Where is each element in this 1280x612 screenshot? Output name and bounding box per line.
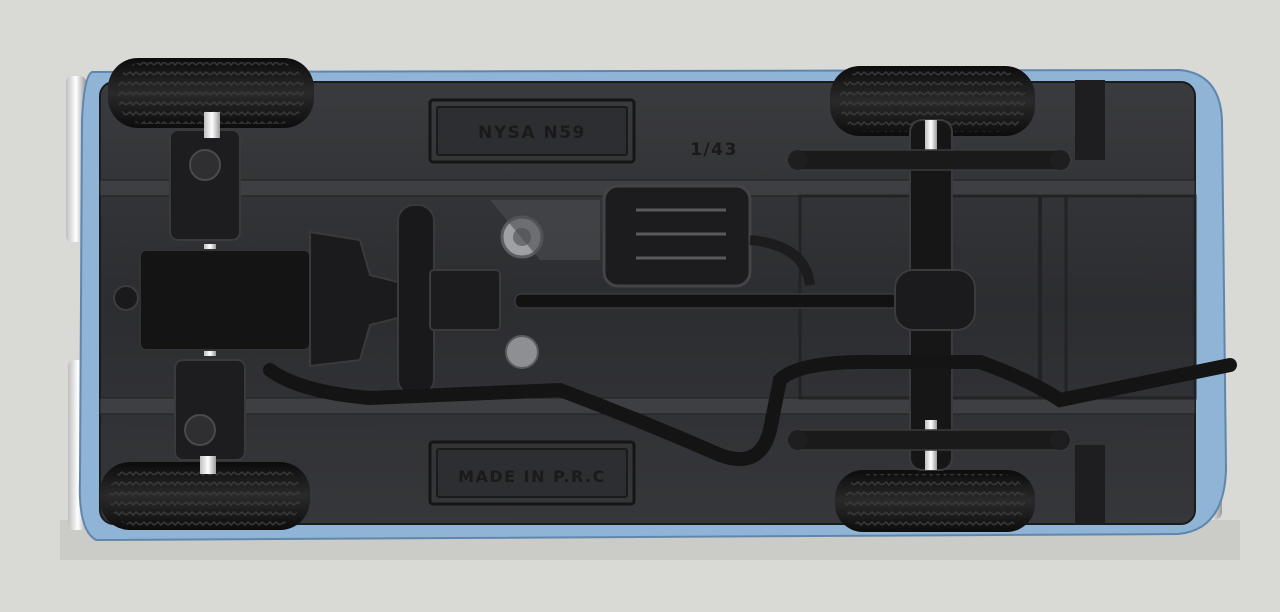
- exhaust-pipe: [263, 354, 1237, 466]
- model-name-plate: NYSA N59: [428, 98, 636, 164]
- engine-gearbox: [113, 204, 501, 396]
- muffler-box: [602, 184, 815, 288]
- rear-wheel-top: [830, 66, 1035, 136]
- front-wheel-bottom: [100, 462, 310, 530]
- scale-mark-text: 1/43: [690, 140, 738, 160]
- driveshaft: [514, 293, 916, 309]
- model-name-text: NYSA N59: [478, 123, 586, 143]
- front-wheel-top: [108, 58, 314, 128]
- origin-text: MADE IN P.R.C: [458, 467, 606, 486]
- front-suspension: [169, 112, 246, 474]
- rear-axle: [788, 119, 1071, 471]
- screw-hole-lower: [505, 335, 539, 369]
- origin-plate: MADE IN P.R.C: [428, 440, 636, 506]
- rear-wheel-bottom: [835, 470, 1035, 532]
